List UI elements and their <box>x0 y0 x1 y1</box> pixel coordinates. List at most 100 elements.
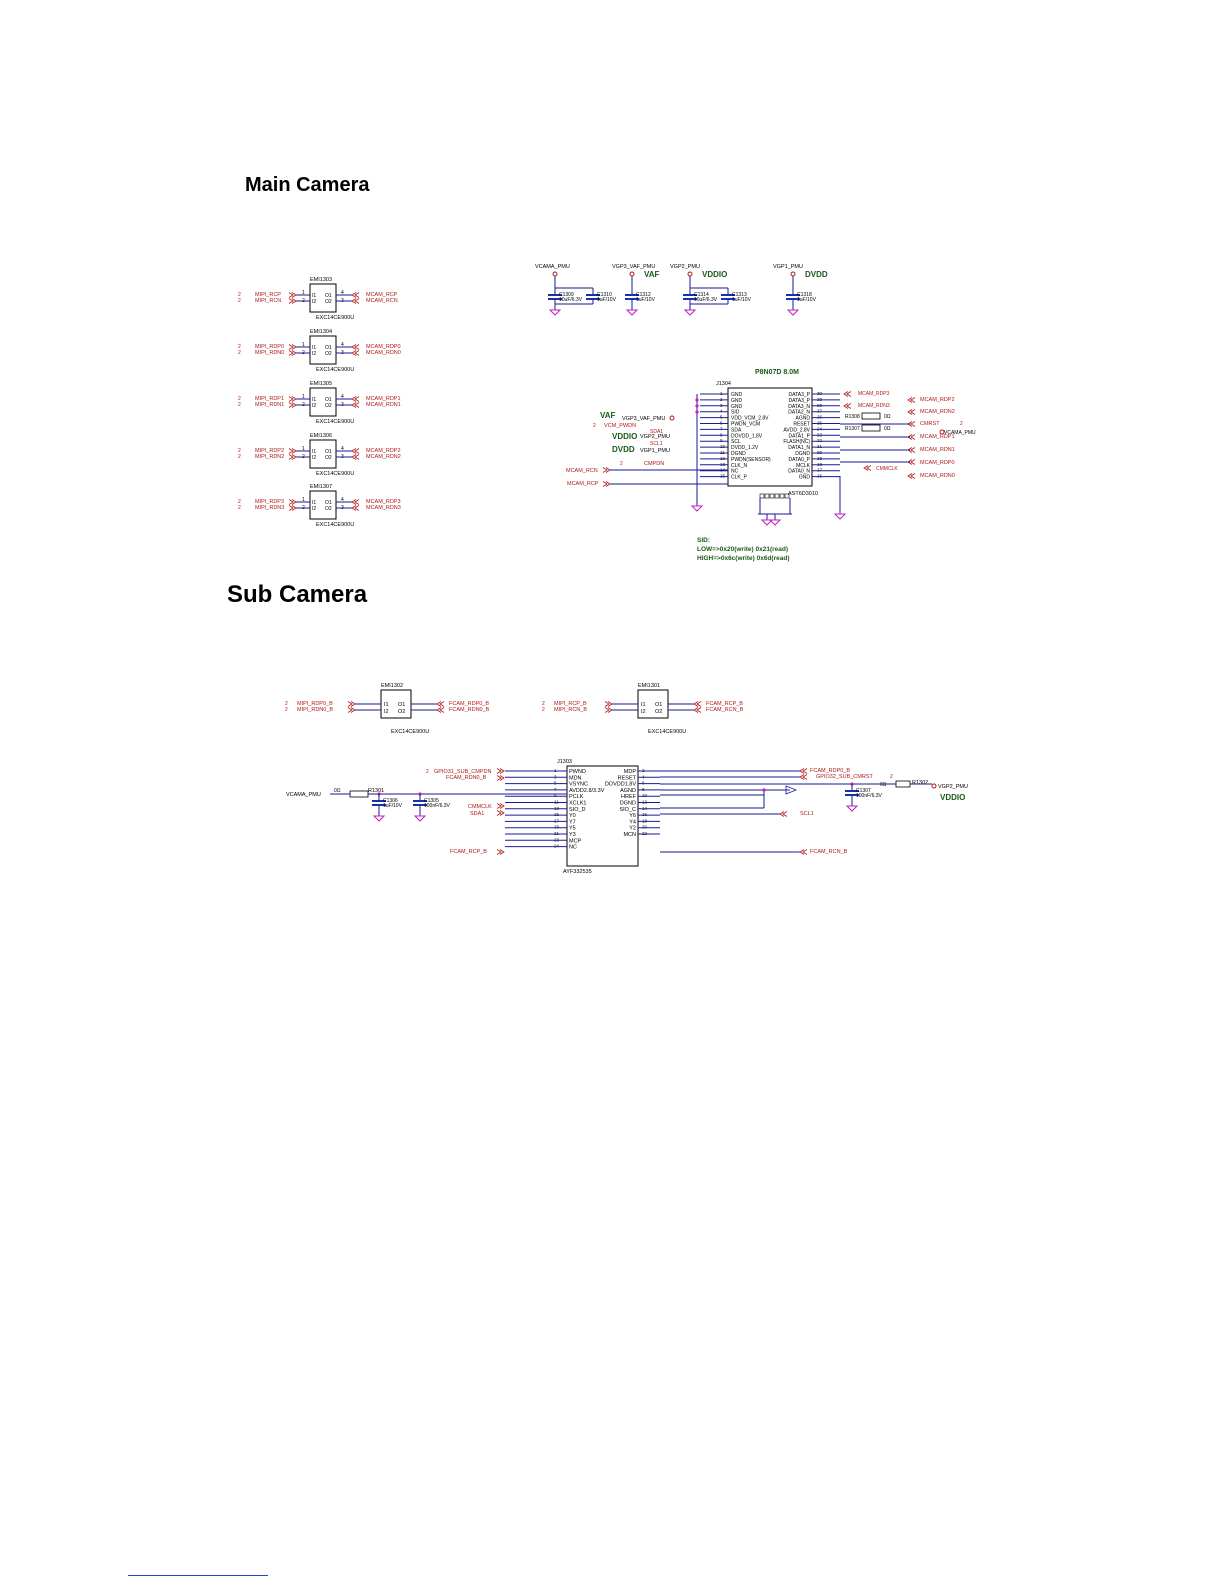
net-pin-num: 2 <box>238 448 241 454</box>
emi-pin-num: 1 <box>302 290 305 296</box>
connector-pin: DATA2_N <box>788 410 810 416</box>
connector-pin: SID <box>731 410 740 416</box>
connector-pin: MCP <box>569 838 582 844</box>
main-camera-connector: P8N07D 8.0MJ1304GND1GND2GND3SID4VDD_VCM_… <box>566 369 976 526</box>
net-flag <box>288 505 297 511</box>
net-pin-num: 2 <box>238 499 241 505</box>
cap-plate <box>625 298 639 300</box>
connector-pin: AVDD2.8/3.3V <box>569 788 605 794</box>
net-flag <box>693 707 702 713</box>
connector-pin: Y5 <box>569 826 576 832</box>
junction-dot <box>695 410 699 414</box>
ground-symbol <box>413 815 427 822</box>
net-flag <box>351 448 360 454</box>
connector-pin: MCN <box>623 832 636 838</box>
decoupling-cap-value: 1uF/10V <box>597 297 617 303</box>
agnd-arrow <box>785 785 798 795</box>
connector-ref: J1304 <box>716 381 731 387</box>
left-net: MCAM_RCN <box>566 468 598 474</box>
emi-body <box>309 387 337 417</box>
resistor-ref: R1302 <box>912 780 928 786</box>
emi-in-net: MIPI_RDP1 <box>255 396 284 402</box>
net-pin-num: 2 <box>238 298 241 304</box>
emi-out-net: MCAM_RDP1 <box>366 396 401 402</box>
emi-part: EXC14CE900U <box>391 729 429 735</box>
footnote-rule <box>128 1575 268 1576</box>
right-net: VCAMA_PMU <box>944 430 976 436</box>
connector-part: AST6D3010 <box>788 491 818 497</box>
ground-symbol <box>760 519 774 526</box>
emi-part: EXC14CE900U <box>316 315 354 321</box>
net-pin-num: 2 <box>238 505 241 511</box>
net-flag <box>351 344 360 350</box>
net-pin-num: 2 <box>238 292 241 298</box>
sub-cap-value: 1uF/10V <box>383 803 403 809</box>
emi-part: EXC14CE900U <box>316 367 354 373</box>
left-net: VGP3_VAF_PMU <box>622 416 665 422</box>
emi-pin: I1 <box>312 500 316 506</box>
resistor-r1307 <box>861 424 881 432</box>
decoupling-cap-value: 1uF/10V <box>636 297 656 303</box>
connector-pin: DATA1_P <box>789 433 811 439</box>
junction-dot <box>695 404 699 408</box>
emi-pin: O1 <box>325 345 332 351</box>
net-flag <box>288 298 297 304</box>
cap-plate <box>683 294 697 296</box>
ground-symbol <box>548 309 562 316</box>
supply-port <box>931 783 937 789</box>
net-flag <box>288 344 297 350</box>
sid-high: HIGH=>0x6c(write) 0x6d(read) <box>697 555 789 562</box>
resistor-value: 0Ω <box>884 426 891 432</box>
rail-label: DVDD <box>805 270 828 279</box>
cap-plate <box>413 804 427 806</box>
emi-in-net: MIPI_RDN1 <box>255 402 284 408</box>
net-pin-num: 2 <box>620 461 623 467</box>
net-flag <box>693 701 702 707</box>
resistor-value: 0Ω <box>334 788 341 794</box>
net-flag <box>604 701 613 707</box>
net-flag <box>602 481 611 487</box>
emi-out-net: FCAM_RCP_B <box>706 701 743 707</box>
connector-pin: AVDD_2.8V <box>783 427 810 433</box>
sid-head: SID: <box>697 537 710 544</box>
net-flag <box>496 768 505 774</box>
supply-port <box>687 271 693 277</box>
connector-pin: VSYNC <box>569 782 588 788</box>
cap-plate <box>413 800 427 802</box>
connector-pin: DVDD_1.2V <box>731 445 759 451</box>
left-net: VCM_PWDN <box>604 423 636 429</box>
junction-dot <box>695 398 699 402</box>
ground-symbol <box>372 815 386 822</box>
net-flag <box>288 454 297 460</box>
emi-ref: EMI1301 <box>638 683 660 689</box>
left-net: VGP2_PMU <box>640 434 670 440</box>
connector-pin: MDN <box>569 775 582 781</box>
emi-pin: I1 <box>641 702 646 708</box>
connector-pin: SIO_C <box>619 807 636 813</box>
emi-pin: O2 <box>325 351 332 357</box>
net-flag <box>288 448 297 454</box>
connector-pin: Y4 <box>629 819 636 825</box>
cap-plate <box>786 294 800 296</box>
net-flag <box>347 701 356 707</box>
emi-out-net: MCAM_RDP2 <box>366 448 401 454</box>
emi-out-net: FCAM_RCN_B <box>706 707 744 713</box>
left-net: VGP1_PMU <box>640 448 670 454</box>
connector-pin: SDA <box>731 427 742 433</box>
connector-pin: CLK_P <box>731 475 748 481</box>
decoupling-cap-value: 10uF/6.3V <box>559 297 583 303</box>
emi-ref: EMI1306 <box>310 433 332 439</box>
ground-symbol <box>845 805 859 812</box>
emi-in-net: MIPI_RDN0_B <box>297 707 333 713</box>
sub-cap-ref: C1306 <box>383 798 398 804</box>
connector-pin: PWDN_VCM <box>731 422 760 428</box>
rail-label: VDDIO <box>940 793 965 802</box>
net-pin-num: 2 <box>285 707 288 713</box>
net-flag <box>604 707 613 713</box>
connector-pin: DATA3_P <box>789 392 811 398</box>
supply-port <box>629 271 635 277</box>
net-flag <box>288 292 297 298</box>
connector-pin: DATA3_P <box>789 398 811 404</box>
junction-dot <box>762 788 766 792</box>
connector-pin: PCLK <box>569 794 584 800</box>
